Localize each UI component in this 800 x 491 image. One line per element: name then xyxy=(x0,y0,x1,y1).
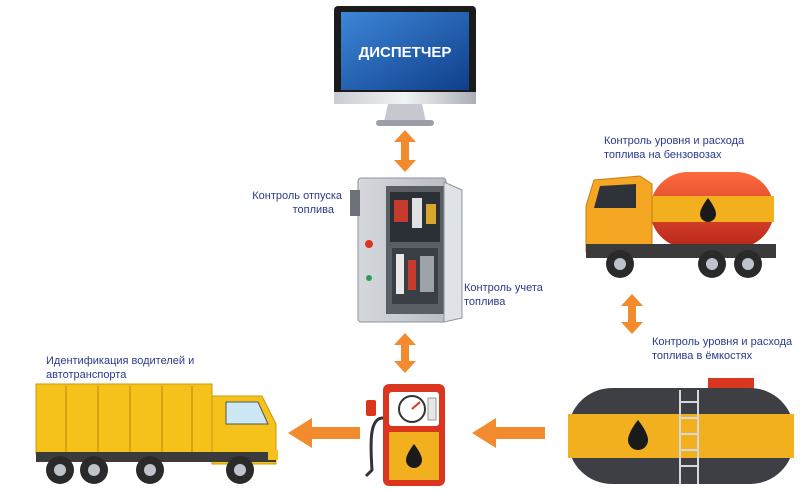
dispense-control-label: Контроль отпуска топлива xyxy=(236,189,342,217)
tanker-control-label: Контроль уровня и расхода топлива на бен… xyxy=(604,134,744,162)
monitor-icon: ДИСПЕТЧЕР xyxy=(334,6,476,126)
label-line: топлива на бензовозах xyxy=(604,149,722,161)
arrow-icon xyxy=(621,294,643,334)
accounting-control-label: Контроль учета топлива xyxy=(464,281,543,309)
label-line: Контроль отпуска xyxy=(252,190,342,202)
arrow-icon xyxy=(394,333,416,373)
arrow-icon xyxy=(394,130,416,172)
label-line: топлива в ёмкостях xyxy=(652,350,753,362)
arrow-icon xyxy=(472,418,545,448)
label-line: автотранспорта xyxy=(46,369,127,381)
label-line: топлива xyxy=(464,296,506,308)
dump-truck-icon xyxy=(35,383,278,484)
label-line: Контроль учета xyxy=(464,282,543,294)
driver-id-label: Идентификация водителей и автотранспорта xyxy=(46,354,194,382)
storage-tank-icon xyxy=(568,378,794,484)
label-line: Контроль уровня и расхода xyxy=(604,135,745,147)
monitor-screen-text: ДИСПЕТЧЕР xyxy=(359,44,452,61)
label-line: Контроль уровня и расхода xyxy=(652,336,793,348)
fuel-tanker-truck-icon xyxy=(585,172,776,278)
arrow-icon xyxy=(288,418,360,448)
label-line: Идентификация водителей и xyxy=(46,355,195,367)
fuel-pump-icon xyxy=(364,384,445,486)
control-cabinet-icon xyxy=(350,177,463,323)
tank-control-label: Контроль уровня и расхода топлива в ёмко… xyxy=(652,335,792,363)
label-line: топлива xyxy=(292,204,334,216)
